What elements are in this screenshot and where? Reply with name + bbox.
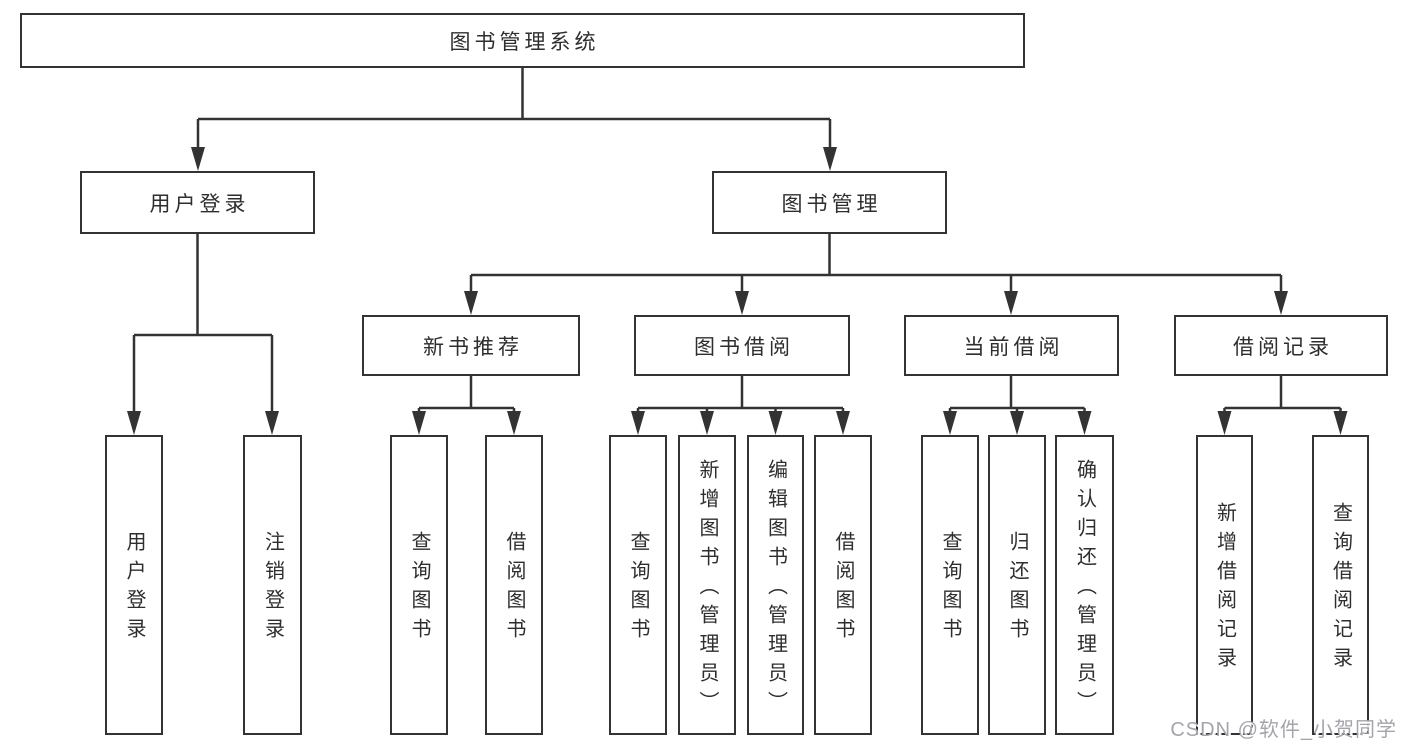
node-label: 查询借阅记录 <box>1329 502 1352 676</box>
node-label: 查询图书 <box>939 531 961 647</box>
node-label: 借阅记录 <box>1233 335 1333 359</box>
leaf-query-borrow-record: 查询借阅记录 <box>1312 435 1369 735</box>
node-new-book-recommend: 新书推荐 <box>362 315 580 376</box>
node-label: 归还图书 <box>1006 531 1028 647</box>
node-label: 图书管理系统 <box>449 30 600 54</box>
node-borrow-records: 借阅记录 <box>1174 315 1388 376</box>
leaf-query-book-recommend: 查询图书 <box>390 435 448 735</box>
node-label: 借阅图书 <box>503 531 525 647</box>
node-label: 注销登录 <box>261 531 284 647</box>
leaf-logout: 注销登录 <box>243 435 302 735</box>
node-label: 图书管理 <box>781 192 882 216</box>
node-current-borrow: 当前借阅 <box>904 315 1119 376</box>
csdn-watermark: CSDN @软件_小贺同学 <box>1170 719 1397 741</box>
leaf-query-book-current: 查询图书 <box>921 435 979 735</box>
leaf-add-book-admin: 新增图书（管理员） <box>678 435 736 735</box>
leaf-confirm-return-admin: 确认归还（管理员） <box>1055 435 1114 735</box>
leaf-edit-book-admin: 编辑图书（管理员） <box>747 435 804 735</box>
leaf-return-book: 归还图书 <box>988 435 1046 735</box>
node-book-borrow: 图书借阅 <box>634 315 850 376</box>
leaf-user-login: 用户登录 <box>105 435 163 735</box>
node-label: 用户登录 <box>123 531 145 647</box>
node-label: 编辑图书（管理员） <box>764 458 787 720</box>
node-label: 新书推荐 <box>423 335 523 359</box>
node-label: 新增借阅记录 <box>1213 502 1236 676</box>
node-user-login: 用户登录 <box>80 171 315 234</box>
node-library-management-system: 图书管理系统 <box>20 13 1025 68</box>
leaf-query-book-borrow: 查询图书 <box>609 435 667 735</box>
leaf-borrow-book: 借阅图书 <box>814 435 872 735</box>
node-label: 图书借阅 <box>694 335 794 359</box>
leaf-borrow-book-recommend: 借阅图书 <box>485 435 543 735</box>
node-label: 当前借阅 <box>963 335 1064 359</box>
node-book-management: 图书管理 <box>712 171 947 234</box>
leaf-add-borrow-record: 新增借阅记录 <box>1196 435 1253 735</box>
node-label: 新增图书（管理员） <box>696 458 718 720</box>
node-label: 查询图书 <box>408 531 430 647</box>
node-label: 用户登录 <box>149 192 250 216</box>
node-label: 查询图书 <box>627 531 649 647</box>
node-label: 确认归还（管理员） <box>1073 458 1096 720</box>
node-label: 借阅图书 <box>832 531 854 647</box>
